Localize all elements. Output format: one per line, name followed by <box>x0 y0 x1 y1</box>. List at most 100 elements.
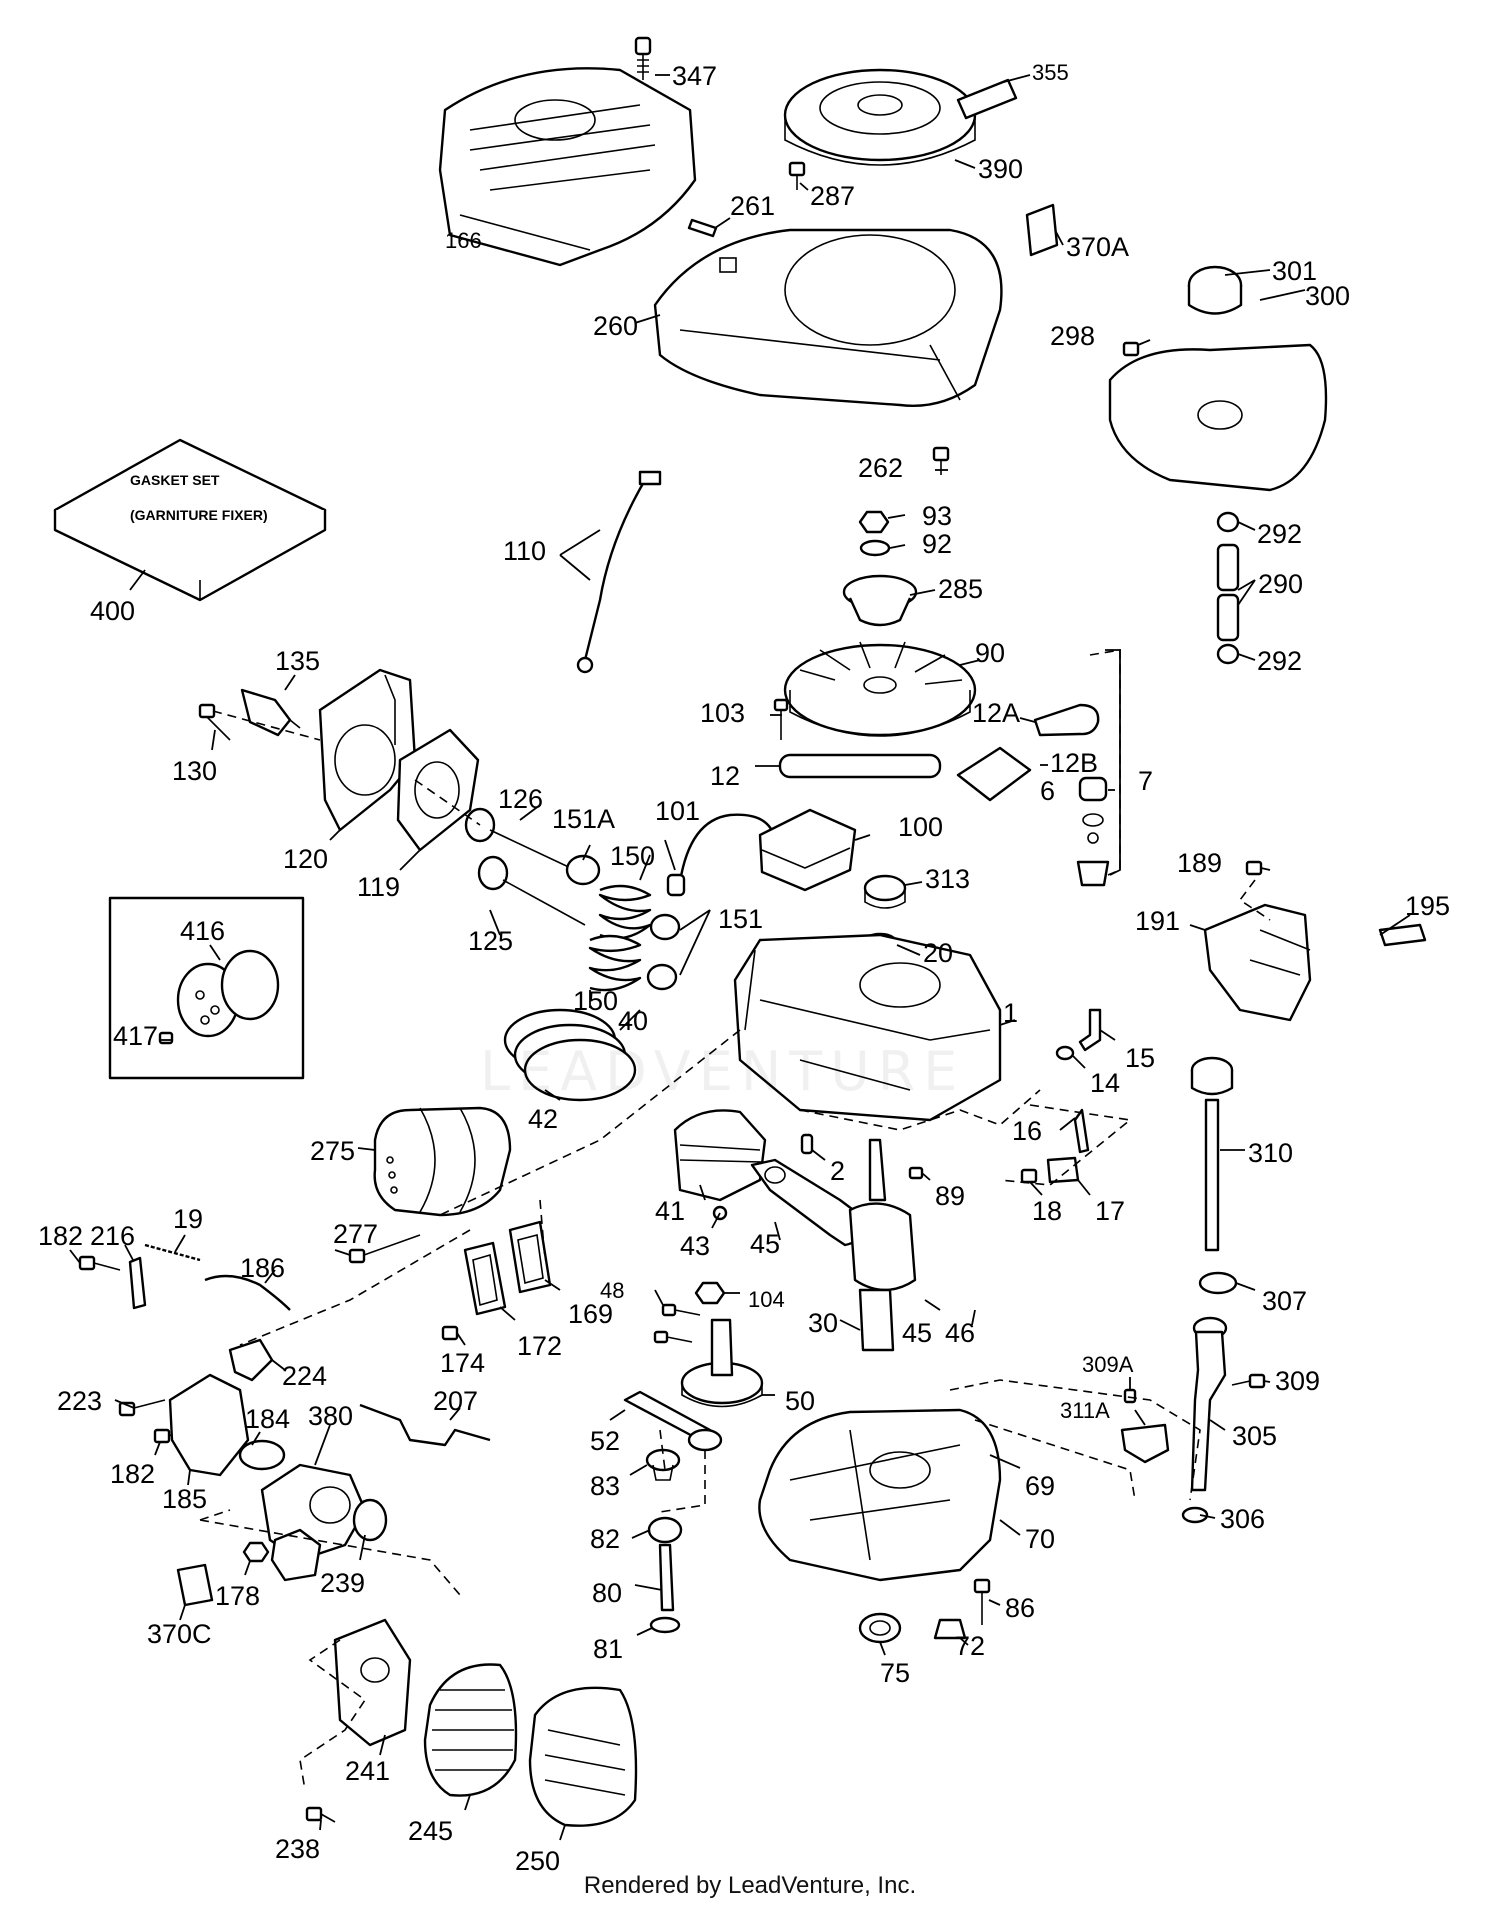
callout-250: 250 <box>515 1846 560 1876</box>
callout-186: 186 <box>240 1253 285 1283</box>
callout-390: 390 <box>978 154 1023 184</box>
nut-93 <box>858 510 890 534</box>
governor-link-207 <box>359 1403 491 1447</box>
bolt-347 <box>634 36 652 80</box>
callout-45: 45 <box>750 1229 780 1259</box>
callout-30: 30 <box>808 1308 838 1338</box>
shaft-52 <box>623 1390 723 1452</box>
crankshaft-30 <box>848 1138 917 1352</box>
ground-wire-110 <box>576 470 662 674</box>
bolt-130 <box>198 703 231 741</box>
callout-287: 287 <box>810 181 855 211</box>
gasket-239 <box>352 1498 388 1542</box>
callout-52: 52 <box>590 1426 620 1456</box>
callout-150: 150 <box>610 841 655 871</box>
callout-300: 300 <box>1305 281 1350 311</box>
valve-125 <box>477 855 586 926</box>
clamp-292-upper <box>1216 511 1240 533</box>
cylinder-head-120 <box>318 668 417 832</box>
oil-sump-70 <box>758 1408 1002 1582</box>
callout-184: 184 <box>245 1404 290 1434</box>
callout-80: 80 <box>592 1578 622 1608</box>
retainer-151-upper <box>649 913 681 941</box>
assembly-lines <box>199 649 1271 1791</box>
ignition-lead-101 <box>666 813 777 897</box>
leader-lines <box>69 74 1411 1841</box>
callout-41: 41 <box>655 1196 685 1226</box>
ignition-module-100 <box>758 808 857 892</box>
bracket-7-line <box>1105 649 1121 876</box>
fuel-cap-301 <box>1187 265 1243 315</box>
callout-370c: 370C <box>147 1619 212 1649</box>
callout-43: 43 <box>680 1231 710 1261</box>
bolt-277 <box>348 1234 421 1264</box>
callout-150: 150 <box>573 986 618 1016</box>
cam-gear-50 <box>680 1318 764 1408</box>
callout-309: 309 <box>1275 1366 1320 1396</box>
footer-credit: Rendered by LeadVenture, Inc. <box>583 1872 917 1899</box>
fuel-hose-290 <box>1216 543 1240 642</box>
callout-311a: 311A <box>1060 1398 1110 1423</box>
link-216 <box>128 1256 147 1310</box>
screw-298 <box>1122 341 1140 357</box>
callout-307: 307 <box>1262 1286 1307 1316</box>
callout-166: 166 <box>445 228 482 253</box>
callout-189: 189 <box>1177 848 1222 878</box>
callout-174: 174 <box>440 1348 485 1378</box>
blower-housing-260 <box>653 228 1003 407</box>
lever-15 <box>1078 1008 1102 1052</box>
callout-48: 48 <box>600 1278 624 1303</box>
spring-19 <box>144 1243 201 1262</box>
bushing-83 <box>645 1448 681 1481</box>
crankcase-1 <box>733 933 1002 1122</box>
callout-223: 223 <box>57 1386 102 1416</box>
callout-216: 216 <box>90 1221 135 1251</box>
callout-195: 195 <box>1405 891 1450 921</box>
callout-245: 245 <box>408 1816 453 1846</box>
callout-135: 135 <box>275 646 320 676</box>
callout-6: 6 <box>1040 776 1055 806</box>
screw-223 <box>118 1399 166 1417</box>
washer-92 <box>859 539 891 557</box>
callout-306: 306 <box>1220 1504 1265 1534</box>
recoil-starter-390 <box>783 68 977 166</box>
callout-20: 20 <box>923 938 953 968</box>
callout-103: 103 <box>700 698 745 728</box>
cap-151A <box>565 854 601 886</box>
callout-261: 261 <box>730 191 775 221</box>
lever-16 <box>1073 1108 1090 1154</box>
callout-260: 260 <box>593 311 638 341</box>
gasket-169 <box>508 1220 552 1294</box>
callout-310: 310 <box>1248 1138 1293 1168</box>
screw-189 <box>1245 860 1263 876</box>
callout-370a: 370A <box>1066 232 1129 262</box>
callout-81: 81 <box>593 1634 623 1664</box>
callout-178: 178 <box>215 1581 260 1611</box>
callout-292: 292 <box>1257 646 1302 676</box>
key-89 <box>908 1166 924 1180</box>
muffler-275 <box>373 1106 512 1217</box>
callout-417: 417 <box>113 1021 158 1051</box>
callout-50: 50 <box>785 1386 815 1416</box>
callout-380: 380 <box>308 1401 353 1431</box>
filter-cover-250 <box>528 1686 638 1827</box>
callout-130: 130 <box>172 756 217 786</box>
callout-2: 2 <box>830 1156 845 1186</box>
filter-element-245 <box>423 1663 518 1797</box>
callout-172: 172 <box>517 1331 562 1361</box>
callout-120: 120 <box>283 844 328 874</box>
callout-82: 82 <box>590 1524 620 1554</box>
gasket-184 <box>238 1439 286 1471</box>
kit-label-line2: (GARNITURE FIXER) <box>130 507 268 523</box>
oil-seal-313 <box>863 874 907 909</box>
shaft-80 <box>658 1543 675 1612</box>
dowel-pin-2 <box>800 1133 814 1155</box>
screw-238 <box>305 1806 336 1823</box>
callout-277: 277 <box>333 1219 378 1249</box>
bolts-48 <box>653 1303 701 1344</box>
callout-207: 207 <box>433 1386 478 1416</box>
screw-182-upper <box>78 1255 121 1271</box>
callout-69: 69 <box>1025 1471 1055 1501</box>
screw-261 <box>687 218 718 238</box>
